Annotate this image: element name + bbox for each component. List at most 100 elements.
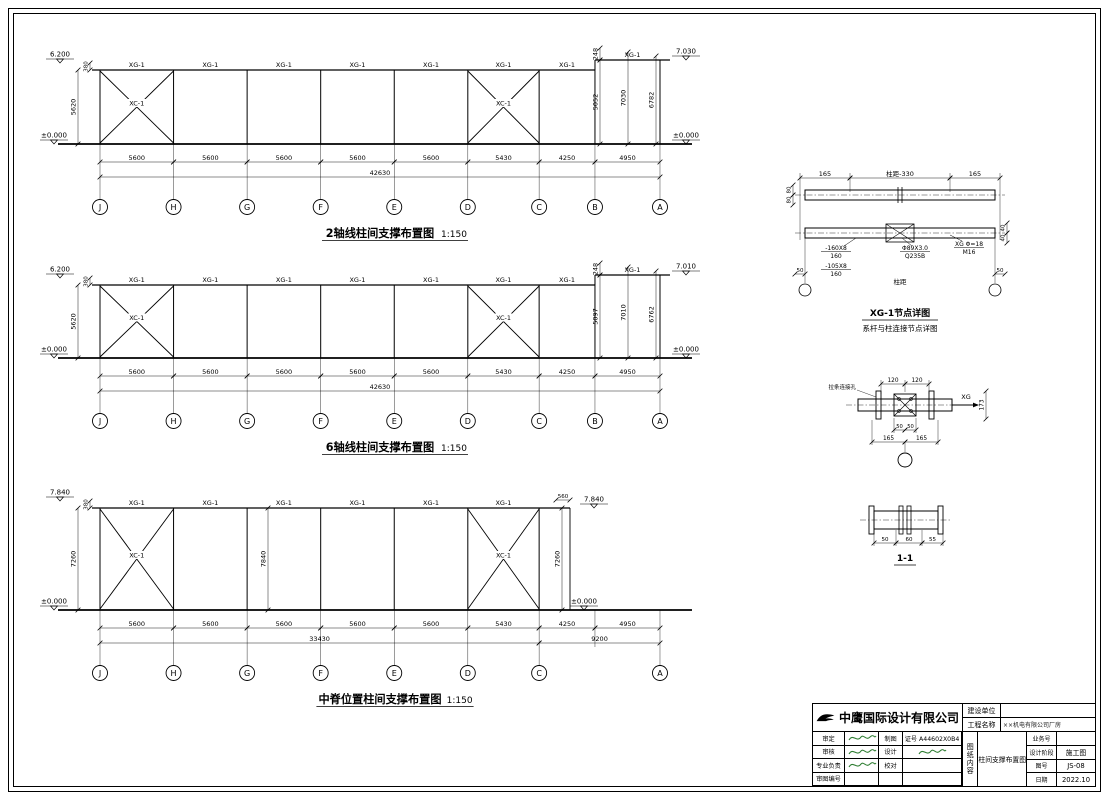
- elevation-label: 7.840: [584, 496, 604, 504]
- grid-label: C: [536, 417, 542, 426]
- signature: [918, 748, 947, 755]
- beam-label: XG-1: [349, 499, 365, 507]
- beam-label: XG-1: [423, 276, 439, 284]
- grid-label: H: [171, 669, 177, 678]
- brace-label: XC-1: [129, 552, 144, 560]
- dim-label: 7840: [260, 551, 268, 568]
- grid-label: G: [244, 669, 250, 678]
- drawing-scale: 1:150: [441, 230, 467, 240]
- sign-label: 审核: [813, 745, 845, 759]
- grid-bubble: [165, 199, 182, 215]
- drawing-content-cell: 图纸内容 柱间支撑布置图: [963, 732, 1027, 786]
- dim-label: 5600: [423, 620, 440, 628]
- beam-label: XG-1: [202, 499, 218, 507]
- drawing-title: 6轴线柱间支撑布置图: [326, 440, 434, 454]
- dim-label: 120: [911, 378, 922, 384]
- grid-label: G: [244, 203, 250, 212]
- callout-label: -105X8: [825, 263, 847, 270]
- dim-label: 165: [883, 436, 894, 442]
- grid-bubble: [531, 413, 548, 429]
- dim-label: 6762: [648, 306, 656, 323]
- brace-label: XC-1: [496, 100, 511, 108]
- sign-value: 证号 A44602X0B4: [903, 732, 962, 746]
- elevation-label: 7.010: [676, 263, 696, 271]
- grid-bubble: [652, 413, 668, 429]
- dim-label: 柱距-330: [886, 169, 914, 178]
- elevation-label: 7.840: [50, 489, 70, 497]
- callout-label: 160: [830, 253, 842, 260]
- dim-label: 5430: [495, 154, 512, 162]
- grid-bubble: [92, 199, 108, 215]
- beam-label: XG-1: [423, 499, 439, 507]
- elevation-label: ±0.000: [673, 132, 699, 140]
- dim-label: 380: [84, 61, 90, 72]
- meta-value: JS-08: [1067, 761, 1085, 770]
- meta-label: 业务号: [1027, 732, 1057, 745]
- detail-title: 1-1: [897, 554, 913, 564]
- grid-label: F: [318, 669, 323, 678]
- grid-bubble: [165, 665, 182, 681]
- brace-label: XC-1: [129, 100, 144, 108]
- sign-value: [845, 732, 879, 746]
- grid-bubble: [897, 452, 913, 468]
- content-label: 图纸内容: [963, 732, 979, 786]
- grid-bubble: [531, 199, 548, 215]
- grid-bubble: [386, 413, 403, 429]
- dim-label: 7030: [620, 90, 628, 107]
- client-project-cell: 建设单位 工程名称 ××机电有限公司厂房: [963, 704, 1095, 731]
- signature: [848, 735, 876, 741]
- grid-bubble: [798, 283, 812, 297]
- elevation-label: 6.200: [50, 51, 70, 59]
- dim-label: 50: [997, 268, 1004, 274]
- grid-bubble: [92, 413, 108, 429]
- sign-label: 审定: [813, 732, 845, 746]
- grid-label: H: [171, 417, 177, 426]
- drawing-title: 2轴线柱间支撑布置图: [326, 226, 434, 240]
- beam-label: XG-1: [202, 276, 218, 284]
- beam-label: XG-1: [559, 61, 575, 69]
- beam-label: XG-1: [276, 276, 292, 284]
- dim-label: 5600: [349, 368, 366, 376]
- sign-value: [845, 745, 879, 759]
- grid-bubble: [312, 199, 329, 215]
- dim-label: 5600: [202, 620, 219, 628]
- company-name: 中鹰国际设计有限公司: [838, 711, 959, 725]
- beam-label: XG-1: [559, 276, 575, 284]
- splice-plate: [885, 223, 915, 243]
- dim-label: 120: [887, 378, 898, 384]
- meta-value: [1057, 732, 1095, 745]
- signature: [848, 762, 876, 768]
- project-value: ××机电有限公司厂房: [1003, 722, 1062, 729]
- dim-label: 173: [980, 399, 986, 410]
- dim-label: 5052: [592, 94, 600, 111]
- sign-value: [903, 772, 962, 786]
- grid-label: E: [392, 669, 397, 678]
- dim-label: 5430: [495, 368, 512, 376]
- title-block: 中鹰国际设计有限公司 建设单位 工程名称 ××机电有限公司厂房 审定制图证号 A…: [812, 703, 1096, 787]
- grid-bubble: [587, 413, 603, 429]
- sign-label: 审图编号: [813, 772, 845, 786]
- meta-row: 设计阶段施工图: [1027, 745, 1095, 760]
- grid-bubble: [239, 665, 256, 681]
- grid-label: D: [465, 417, 471, 426]
- grid-label: D: [465, 669, 471, 678]
- sign-label: [879, 772, 903, 786]
- dim-label: 5620: [70, 99, 78, 116]
- elevation-label: ±0.000: [571, 598, 597, 606]
- bolt: [909, 409, 913, 413]
- grid-bubble: [92, 665, 108, 681]
- sign-label: 设计: [879, 745, 903, 759]
- dim-label: 248: [592, 263, 600, 275]
- dim-label: 5600: [129, 620, 146, 628]
- axis-note: 柱距: [894, 277, 908, 286]
- grid-label: B: [592, 203, 598, 212]
- beam-label: XG-1: [495, 276, 511, 284]
- dim-label: 6782: [648, 92, 656, 109]
- sign-value: [903, 745, 962, 759]
- beam-label: XG-1: [624, 266, 640, 274]
- company-cell: 中鹰国际设计有限公司: [813, 704, 963, 731]
